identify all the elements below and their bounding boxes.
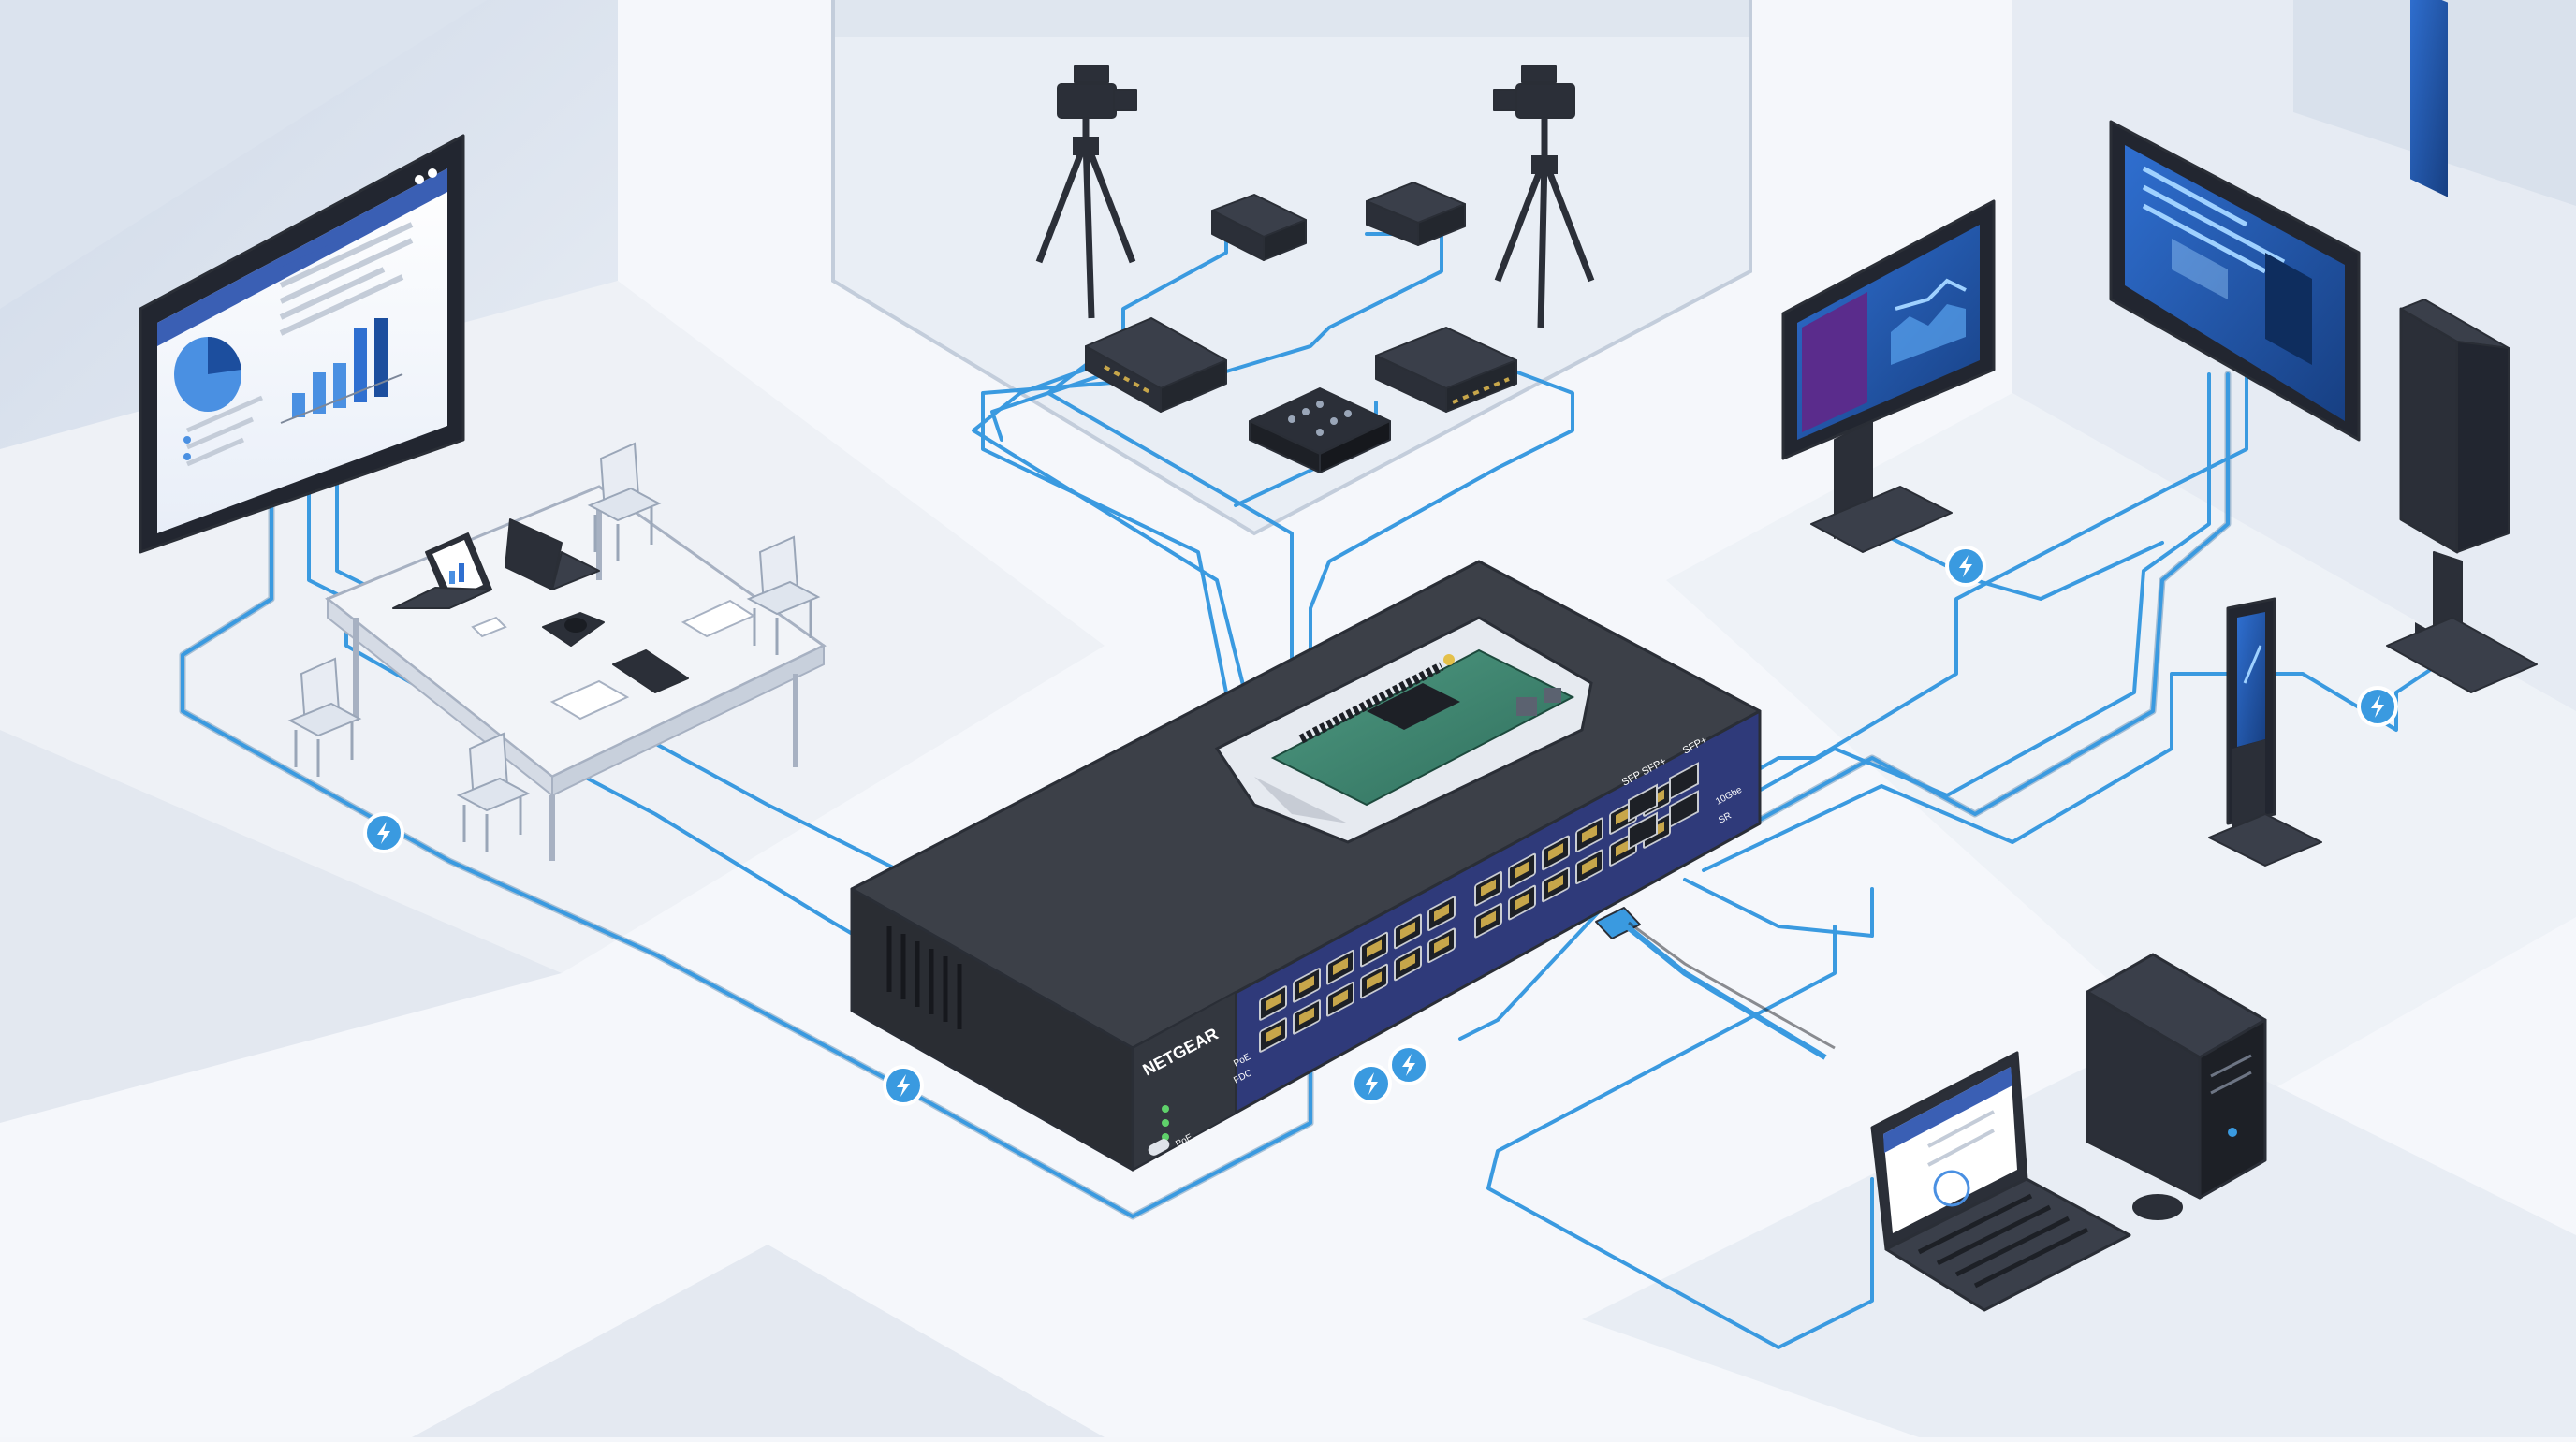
led-indicator bbox=[1162, 1105, 1169, 1113]
phone bbox=[471, 616, 507, 638]
pc-tower-icon bbox=[2086, 953, 2267, 1200]
sfp-transceiver-module bbox=[1595, 907, 1836, 1060]
lightning-bolt-icon bbox=[883, 1065, 924, 1106]
lightning-bolt-icon bbox=[1351, 1063, 1392, 1104]
signage-area bbox=[1781, 0, 2538, 867]
audio-mixer-icon bbox=[1249, 387, 1391, 473]
kiosk-display bbox=[2386, 0, 2538, 693]
workstation bbox=[1870, 953, 2267, 1312]
pie-chart-icon bbox=[174, 336, 242, 412]
laptop-icon bbox=[392, 532, 492, 609]
switch-cutaway bbox=[1214, 616, 1593, 844]
notepad bbox=[681, 599, 756, 638]
lightning-bolt-icon bbox=[2357, 686, 2398, 727]
network-switch: NETGEAR PoE PoE FDC bbox=[850, 560, 1836, 1172]
sfp-port[interactable] bbox=[1669, 762, 1699, 801]
vent-slots bbox=[886, 926, 962, 1029]
mouse-icon bbox=[2132, 1194, 2183, 1220]
studio-room bbox=[1035, 65, 1595, 473]
notepad bbox=[549, 679, 630, 721]
lightning-bolt-icon bbox=[1945, 546, 1986, 587]
small-poe-switch bbox=[1375, 327, 1517, 413]
lightning-bolt-icon bbox=[363, 812, 404, 853]
kiosk-display bbox=[2208, 597, 2322, 867]
small-poe-switch bbox=[1085, 317, 1227, 413]
media-converter-box bbox=[1211, 194, 1307, 261]
media-converter-box bbox=[1366, 182, 1466, 246]
lightning-bolt-icon bbox=[1388, 1044, 1429, 1085]
sfp-port[interactable] bbox=[1669, 790, 1699, 829]
video-camera-icon bbox=[1035, 65, 1137, 319]
sfp-port[interactable] bbox=[1628, 811, 1658, 851]
digital-signage-display bbox=[1781, 199, 1996, 553]
conference-phone-icon bbox=[542, 612, 605, 647]
keyboard-icon bbox=[612, 649, 689, 693]
digital-signage-display bbox=[2109, 120, 2361, 442]
laptop-icon bbox=[505, 518, 600, 590]
led-indicator bbox=[1162, 1119, 1169, 1127]
led-indicator bbox=[1162, 1133, 1169, 1141]
sfp-port[interactable] bbox=[1628, 783, 1658, 823]
wall-display-left bbox=[139, 134, 465, 554]
conference-room bbox=[139, 134, 827, 861]
mode-button[interactable] bbox=[1147, 1137, 1172, 1158]
video-camera-icon bbox=[1493, 65, 1595, 328]
laptop-icon bbox=[1870, 1051, 2131, 1312]
cable-right-displays bbox=[1646, 371, 2482, 938]
bar-chart-icon bbox=[280, 318, 403, 424]
